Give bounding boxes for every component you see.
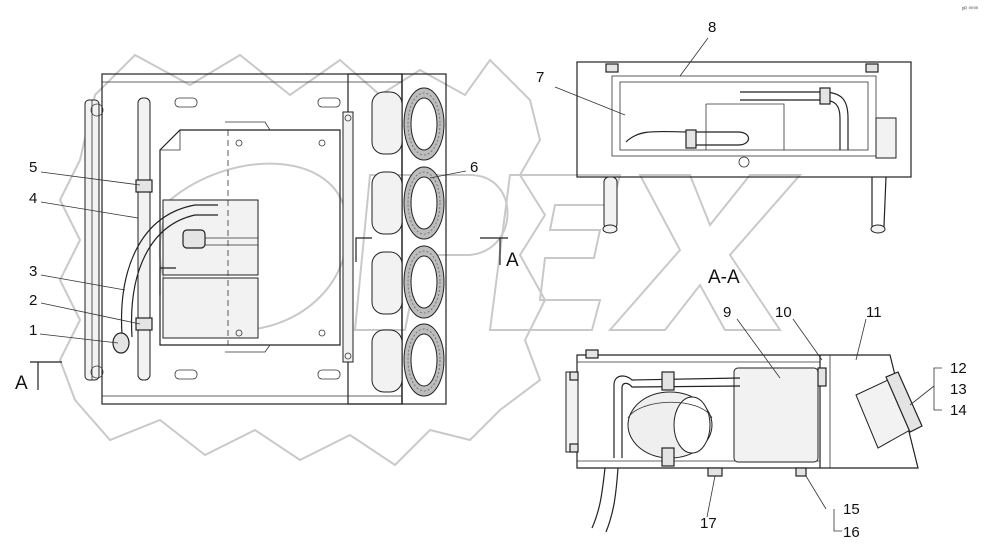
section-letter-left: A <box>15 373 28 394</box>
callout-5: 5 <box>29 159 37 176</box>
callout-14: 14 <box>950 402 967 419</box>
front-view <box>84 73 447 405</box>
callout-11: 11 <box>866 304 882 321</box>
leader-lines <box>39 37 942 532</box>
section-marker-right: A <box>480 237 519 271</box>
fan-panel <box>401 73 447 405</box>
callout-12: 12 <box>950 360 967 377</box>
section-pipe <box>613 375 741 458</box>
section-marker-left: A <box>15 361 62 394</box>
fan <box>403 87 445 161</box>
slot <box>317 369 341 380</box>
slot <box>317 97 341 108</box>
coil-block-lower <box>162 277 259 339</box>
fan-assembly <box>371 91 403 393</box>
slot <box>174 97 198 108</box>
callout-9: 9 <box>723 304 731 321</box>
callout-4: 4 <box>29 190 37 207</box>
callout-3: 3 <box>29 263 37 280</box>
valve-body <box>182 229 206 249</box>
slot <box>174 369 198 380</box>
coil-block-upper <box>162 199 259 276</box>
fan <box>403 166 445 240</box>
callout-6: 6 <box>470 159 478 176</box>
drain-hose <box>591 467 606 529</box>
inner-plate <box>159 129 341 346</box>
hose-clamp-lower <box>135 317 153 331</box>
top-view-pipe <box>625 130 750 146</box>
callout-8: 8 <box>708 19 716 36</box>
callout-17: 17 <box>700 515 717 532</box>
section-view <box>565 349 923 533</box>
callout-15: 15 <box>843 501 860 518</box>
drain-pipe-right <box>871 176 887 232</box>
hose-clamp-upper <box>135 179 153 193</box>
callouts: 1 2 3 4 5 6 7 8 9 10 11 12 13 14 15 16 1… <box>29 19 967 541</box>
section-letter-right: A <box>506 250 519 271</box>
side-cover <box>875 117 897 159</box>
callout-16: 16 <box>843 524 860 541</box>
cut-mark <box>159 267 176 295</box>
fan <box>403 323 445 397</box>
top-view <box>576 61 912 234</box>
callout-10: 10 <box>775 304 792 321</box>
corner-mark: ᵖᴿ ⁰⁰⁰⁰ <box>962 6 979 13</box>
hose-end <box>112 332 130 354</box>
cut-mark <box>355 237 372 262</box>
mount-bracket <box>342 111 354 363</box>
callout-1: 1 <box>29 322 37 339</box>
curved-hose <box>120 204 218 336</box>
evaporator-block <box>733 367 819 463</box>
callout-7: 7 <box>536 69 544 86</box>
vertical-pipe <box>137 97 151 381</box>
section-title: A-A <box>708 267 740 288</box>
top-housing <box>576 61 912 178</box>
callout-13: 13 <box>950 381 967 398</box>
side-flange <box>565 371 579 453</box>
callout-2: 2 <box>29 292 37 309</box>
fan <box>403 245 445 319</box>
drain-pipe-left <box>603 176 618 230</box>
vent-grille <box>855 371 923 449</box>
